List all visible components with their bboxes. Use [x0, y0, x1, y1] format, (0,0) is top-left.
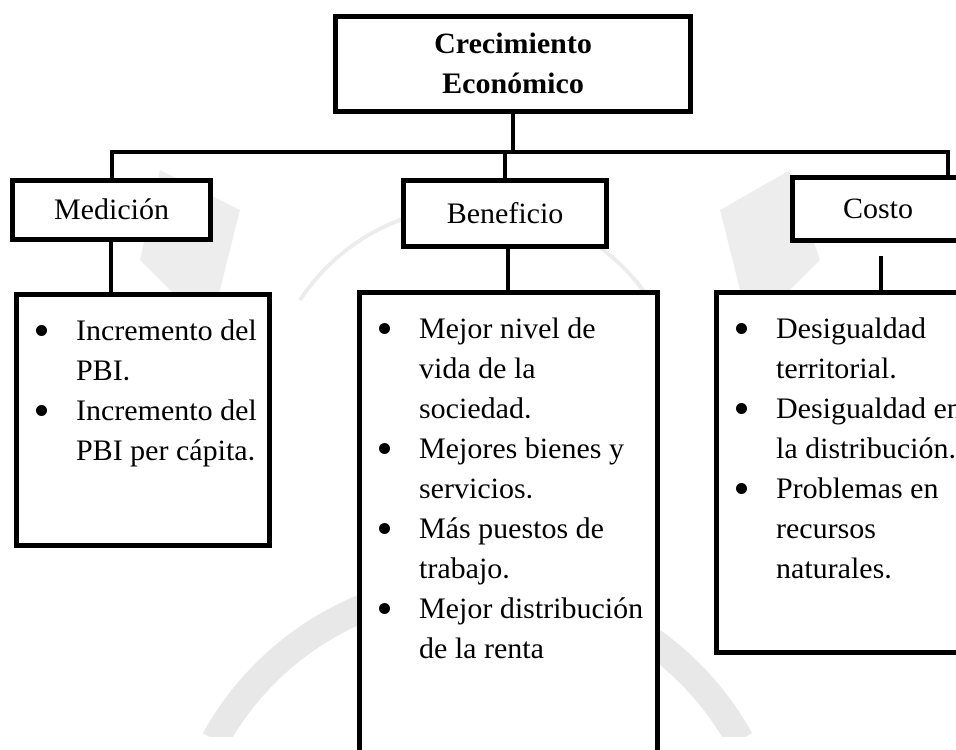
list-item: Mejor distribución de la renta [362, 589, 655, 669]
beneficio-bullet-list: Mejor nivel de vida de la sociedad. Mejo… [362, 309, 655, 669]
list-item: Problemas en recursos naturales. [719, 469, 956, 589]
costo-bullet-list: Desigualdad territorial. Desigualdad en … [719, 309, 956, 589]
root-title-line-2: Económico [442, 67, 584, 100]
list-item: Desigualdad territorial. [719, 309, 956, 389]
list-item: Incremento del PBI per cápita. [19, 391, 267, 471]
category-costo-label: Costo [842, 192, 914, 225]
category-medicion-box: Medición [10, 178, 213, 242]
category-beneficio-box: Beneficio [401, 178, 609, 249]
list-item: Mejor nivel de vida de la sociedad. [362, 309, 655, 429]
category-costo-box: Costo [790, 175, 956, 243]
list-item: Desigualdad en la distribución. [719, 389, 956, 469]
list-item: Incremento del PBI. [19, 311, 267, 391]
list-item: Más puestos de trabajo. [362, 509, 655, 589]
list-item: Mejores bienes y servicios. [362, 429, 655, 509]
beneficio-list-box: Mejor nivel de vida de la sociedad. Mejo… [357, 290, 660, 750]
medicion-list-box: Incremento del PBI. Incremento del PBI p… [14, 292, 272, 548]
category-medicion-label: Medición [54, 193, 169, 226]
root-node-box: Crecimiento Económico [333, 14, 693, 114]
root-title-line-1: Crecimiento [434, 27, 592, 60]
category-beneficio-label: Beneficio [446, 196, 564, 230]
medicion-bullet-list: Incremento del PBI. Incremento del PBI p… [19, 311, 267, 471]
costo-list-box: Desigualdad territorial. Desigualdad en … [714, 290, 956, 655]
